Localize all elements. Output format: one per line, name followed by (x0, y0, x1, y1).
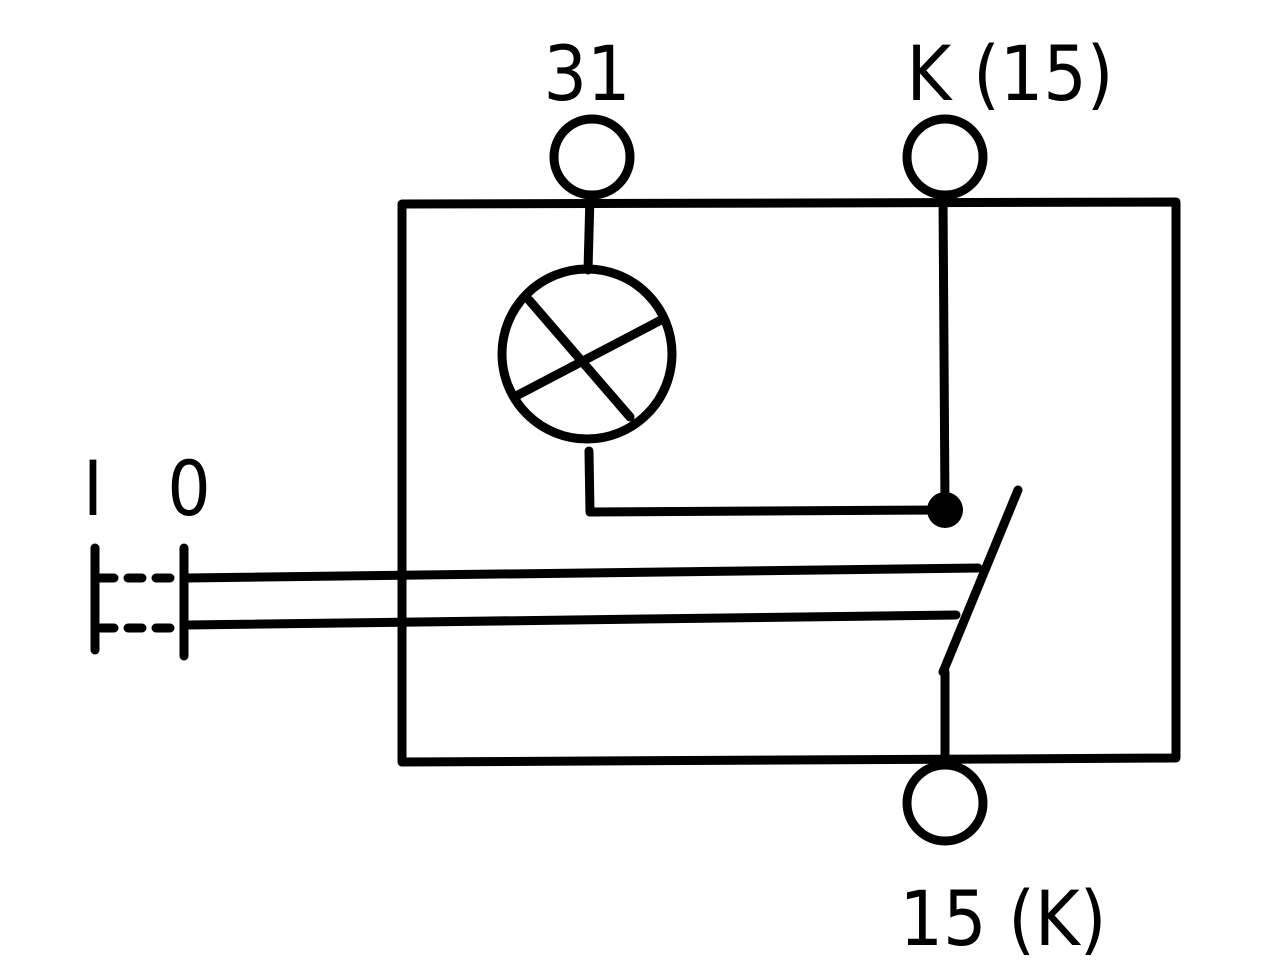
terminal-31 (549, 114, 635, 200)
wire-k15-to-junction (938, 191, 950, 513)
terminal-k15 (902, 114, 988, 200)
label-terminal-15k: 15 (K) (900, 874, 1107, 960)
label-terminal-31: 31 (544, 29, 631, 118)
label-terminal-k15: K (15) (907, 29, 1114, 118)
wire-31-to-lamp (583, 191, 595, 275)
indicator-lamp-icon (497, 264, 677, 444)
wire-lamp-to-junction (584, 446, 949, 517)
switch-blade (938, 485, 1023, 677)
actuator-rod-lower (182, 610, 961, 630)
terminal-15k (902, 760, 988, 846)
label-position-on: I (83, 444, 103, 533)
switch-housing (397, 197, 1181, 767)
junction-dot (927, 492, 963, 528)
label-position-off: 0 (167, 444, 211, 533)
actuator-rod-upper (182, 563, 983, 583)
